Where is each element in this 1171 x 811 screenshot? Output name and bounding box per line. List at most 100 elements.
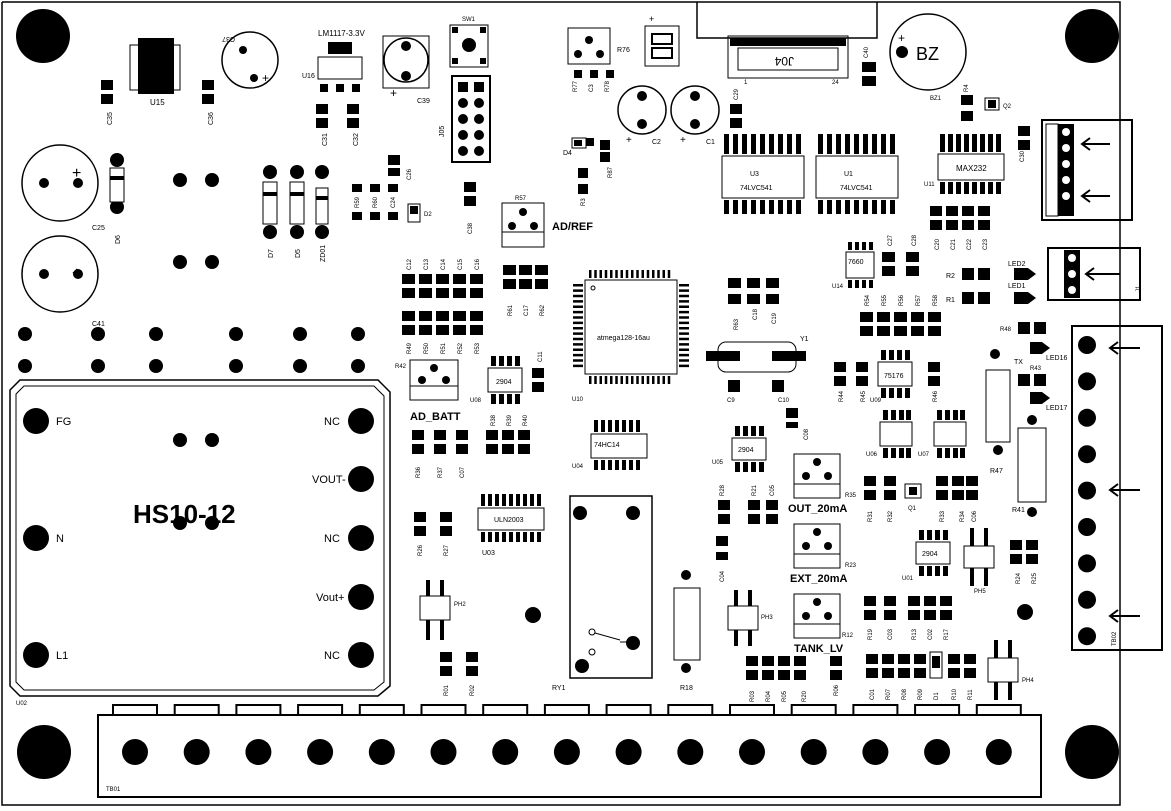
chip-pin [679, 353, 689, 357]
svg-text:74LVC541: 74LVC541 [740, 185, 773, 192]
svg-text:ULN2003: ULN2003 [494, 517, 524, 524]
svg-text:C37: C37 [222, 35, 235, 42]
svg-text:R48: R48 [1000, 327, 1012, 333]
r31-r32: R31 R32 [864, 476, 896, 522]
svg-text:U3: U3 [750, 171, 759, 178]
r23-ext20ma-trimmer: R23 EXT_20mA [790, 523, 857, 585]
svg-text:EXT_20mA: EXT_20mA [790, 573, 848, 585]
svg-text:SW1: SW1 [462, 17, 476, 23]
terminal-hole [1078, 590, 1096, 609]
svg-text:U05: U05 [712, 460, 724, 466]
terminal-hole [739, 739, 765, 765]
svg-text:R53: R53 [475, 342, 481, 354]
svg-text:+: + [262, 71, 269, 85]
svg-text:R58: R58 [933, 294, 939, 306]
r76-trimmer: R76 [567, 27, 630, 65]
j04-connector: J04 24 1 [727, 35, 849, 86]
svg-text:C08: C08 [804, 428, 810, 440]
svg-text:D5: D5 [295, 249, 302, 258]
chip-pin [573, 348, 583, 351]
c38-capacitor: C38 [464, 182, 476, 234]
chip-pin [604, 376, 608, 384]
svg-text:C04: C04 [720, 570, 726, 582]
svg-text:NC: NC [324, 533, 340, 545]
c02-label: C02 [928, 628, 934, 640]
r21-c05: R21 C05 [748, 484, 778, 524]
svg-text:C27: C27 [888, 234, 894, 246]
svg-text:J04: J04 [774, 54, 794, 68]
svg-text:R4: R4 [964, 84, 970, 92]
lm1117-regulator: LM1117-3.3V U16 [302, 29, 366, 92]
u1-chip: U1 74LVC541 [815, 134, 899, 214]
chip-pin [573, 353, 583, 357]
c40-capacitor: C40 [862, 46, 876, 86]
svg-text:C11: C11 [538, 351, 544, 362]
c25-electrolytic: + C25 [21, 144, 105, 232]
u09-chip: 75176 U09 [870, 350, 913, 404]
terminal-hole [985, 739, 1012, 765]
svg-text:R76: R76 [617, 47, 630, 54]
r06-label: R06 [834, 684, 840, 696]
mounting-hole [1065, 9, 1119, 63]
max232-chip: MAX232 U11 [924, 134, 1005, 194]
svg-text:C2: C2 [652, 139, 661, 146]
chip-pin [573, 343, 583, 346]
svg-text:VOUT-: VOUT- [312, 474, 346, 486]
svg-text:Y1: Y1 [800, 336, 809, 343]
svg-text:R50: R50 [424, 342, 430, 354]
svg-text:R78: R78 [605, 80, 611, 92]
chip-pin [652, 376, 655, 384]
svg-text:R24: R24 [1016, 572, 1022, 584]
chip-pin [573, 337, 583, 341]
chip-pin [573, 310, 583, 314]
svg-text:U16: U16 [302, 73, 315, 80]
svg-text:R28: R28 [720, 484, 726, 496]
c37-electrolytic: + C37 [221, 31, 279, 89]
svg-text:R32: R32 [888, 510, 894, 522]
svg-text:C39: C39 [417, 98, 430, 105]
svg-text:atmega128-16au: atmega128-16au [597, 335, 650, 342]
svg-text:C41: C41 [92, 321, 105, 328]
svg-text:TANK_LV: TANK_LV [794, 643, 844, 655]
r44-r45: R44 R45 [834, 362, 868, 402]
r63-label: R63 [734, 318, 740, 330]
svg-text:C31: C31 [322, 133, 329, 146]
r48-tx-led16: R48 TX LED16 R43 LED17 [990, 322, 1068, 412]
svg-text:R51: R51 [441, 342, 447, 354]
chip-pin [679, 316, 689, 319]
r20-label: R20 [802, 690, 808, 702]
svg-text:AD_BATT: AD_BATT [410, 411, 461, 423]
hs10-12-module: FG N L1 NC VOUT- NC Vout+ NC HS10-12 U02 [9, 379, 391, 707]
r4-q2: R4 Q2 [961, 84, 1012, 121]
svg-text:C28: C28 [912, 234, 918, 246]
svg-text:C17: C17 [524, 304, 530, 316]
r11-label: R11 [968, 689, 974, 700]
svg-text:R54: R54 [865, 294, 871, 306]
bz-buzzer: + BZ BZ1 [889, 13, 967, 102]
svg-text:LM1117-3.3V: LM1117-3.3V [318, 29, 366, 38]
chip-pin [589, 376, 592, 384]
svg-text:OUT_20mA: OUT_20mA [788, 503, 847, 515]
u15-regulator: U15 [129, 38, 181, 107]
svg-text:U11: U11 [924, 182, 935, 188]
svg-text:R77: R77 [573, 80, 579, 92]
svg-text:D7: D7 [268, 249, 275, 258]
resistor-row-r03-r20 [746, 656, 842, 680]
r38-label: R38 [491, 414, 497, 426]
chip-pin [679, 284, 689, 287]
svg-text:Q2: Q2 [1003, 104, 1012, 110]
svg-text:75176: 75176 [884, 373, 904, 380]
svg-text:C26: C26 [407, 168, 413, 180]
svg-text:NC: NC [324, 416, 340, 428]
svg-text:R41: R41 [1012, 507, 1025, 514]
ph5-optocoupler: PH5 [963, 528, 995, 595]
chip-pin [636, 376, 639, 384]
r08-label: R08 [902, 688, 908, 700]
c29-capacitor: C29 [730, 88, 742, 128]
r42-adbatt-trimmer: R42 AD_BATT [395, 359, 461, 423]
chip-pin [646, 376, 650, 384]
svg-text:R27: R27 [444, 544, 450, 556]
r36-r37-c07 [412, 430, 468, 454]
chip-pin [620, 376, 623, 384]
svg-text:C30: C30 [1020, 150, 1026, 162]
